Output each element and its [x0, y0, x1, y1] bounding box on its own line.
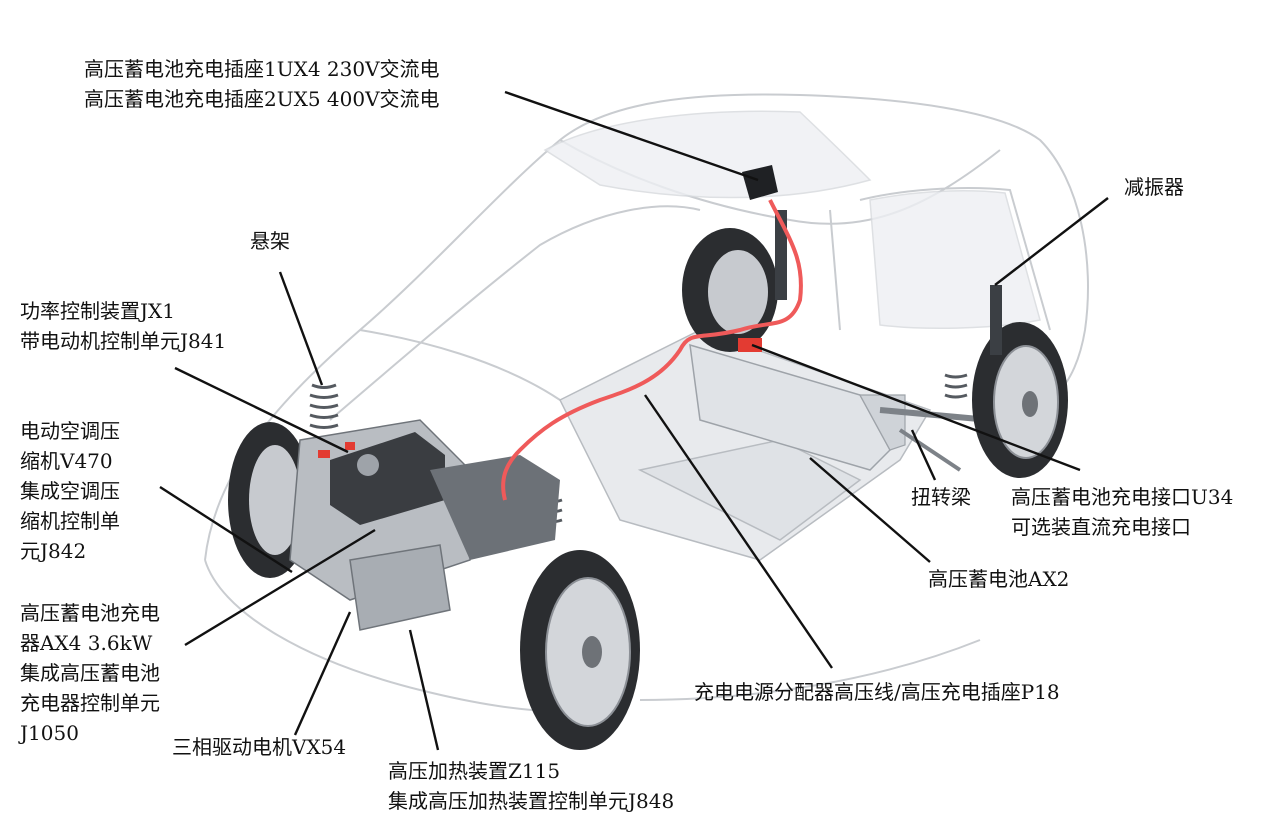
label-torsion-beam: 扭转梁 [911, 482, 971, 512]
dc-port-shape [738, 338, 762, 352]
leader-heater [408, 629, 440, 751]
label-line: 高压蓄电池充电插座1UX4 230V交流电 [84, 57, 440, 81]
front-right-wheel [520, 550, 640, 750]
label-line: 缩机控制单 [20, 509, 120, 533]
label-line: J1050 [20, 721, 79, 745]
hv-cable [501, 199, 803, 501]
label-line: 悬架 [250, 229, 290, 253]
label-line: 元J842 [20, 539, 87, 563]
label-dc-port: 高压蓄电池充电接口U34 可选装直流充电接口 [1011, 482, 1233, 542]
label-line: 充电器控制单元 [20, 691, 160, 715]
label-charge-socket: 高压蓄电池充电插座1UX4 230V交流电 高压蓄电池充电插座2UX5 400V… [84, 54, 440, 114]
leader-drive-motor [293, 611, 352, 736]
label-line: 功率控制装置JX1 [20, 299, 175, 323]
leader-lines [159, 90, 1109, 751]
label-line: 集成高压蓄电池 [20, 661, 160, 685]
leader-ac-compressor [159, 485, 293, 574]
charge-socket-shape [742, 165, 778, 200]
label-hv-cable: 充电电源分配器高压线/高压充电插座P18 [694, 677, 1060, 707]
label-battery: 高压蓄电池AX2 [928, 564, 1069, 594]
label-line: 集成高压加热装置控制单元J848 [388, 789, 675, 813]
leader-suspension [278, 271, 324, 386]
leader-torsion-beam [910, 429, 937, 481]
label-drive-motor: 三相驱动电机VX54 [172, 732, 346, 762]
label-line: 缩机V470 [20, 449, 113, 473]
label-line: 高压蓄电池充电插座2UX5 400V交流电 [84, 87, 440, 111]
label-line: 高压加热装置Z115 [388, 759, 561, 783]
rear-left-wheel [682, 228, 778, 352]
label-heater: 高压加热装置Z115 集成高压加热装置控制单元J848 [388, 756, 674, 816]
leader-charger [184, 528, 376, 647]
rear-right-wheel [972, 322, 1068, 478]
label-line: 电动空调压 [20, 419, 120, 443]
rear-shock [990, 285, 1002, 355]
label-line: 器AX4 3.6kW [20, 631, 153, 655]
label-line: 带电动机控制单元J841 [20, 329, 227, 353]
label-shock-absorber: 减振器 [1124, 172, 1184, 202]
label-line: 高压蓄电池充电 [20, 601, 160, 625]
label-line: 集成空调压 [20, 479, 120, 503]
label-line: 减振器 [1124, 175, 1184, 199]
label-power-control: 功率控制装置JX1 带电动机控制单元J841 [20, 296, 226, 356]
leader-hv-cable [644, 394, 833, 669]
leader-dc-port [751, 343, 1081, 472]
leader-power-control [174, 366, 349, 454]
leader-battery [809, 457, 931, 563]
label-line: 高压蓄电池充电接口U34 [1011, 485, 1234, 509]
floor-pan [558, 329, 932, 561]
label-line: 扭转梁 [911, 485, 971, 509]
label-line: 可选装直流充电接口 [1011, 515, 1191, 539]
label-line: 充电电源分配器高压线/高压充电插座P18 [694, 680, 1060, 704]
label-line: 高压蓄电池AX2 [928, 567, 1070, 591]
label-charger: 高压蓄电池充电 器AX4 3.6kW 集成高压蓄电池 充电器控制单元 J1050 [20, 598, 160, 748]
label-line: 三相驱动电机VX54 [172, 735, 347, 759]
label-suspension: 悬架 [250, 226, 290, 256]
rear-strut [775, 210, 787, 300]
leader-shock-absorber [994, 197, 1109, 286]
leader-charge-socket [504, 90, 759, 182]
label-ac-compressor: 电动空调压 缩机V470 集成空调压 缩机控制单 元J842 [20, 416, 120, 566]
